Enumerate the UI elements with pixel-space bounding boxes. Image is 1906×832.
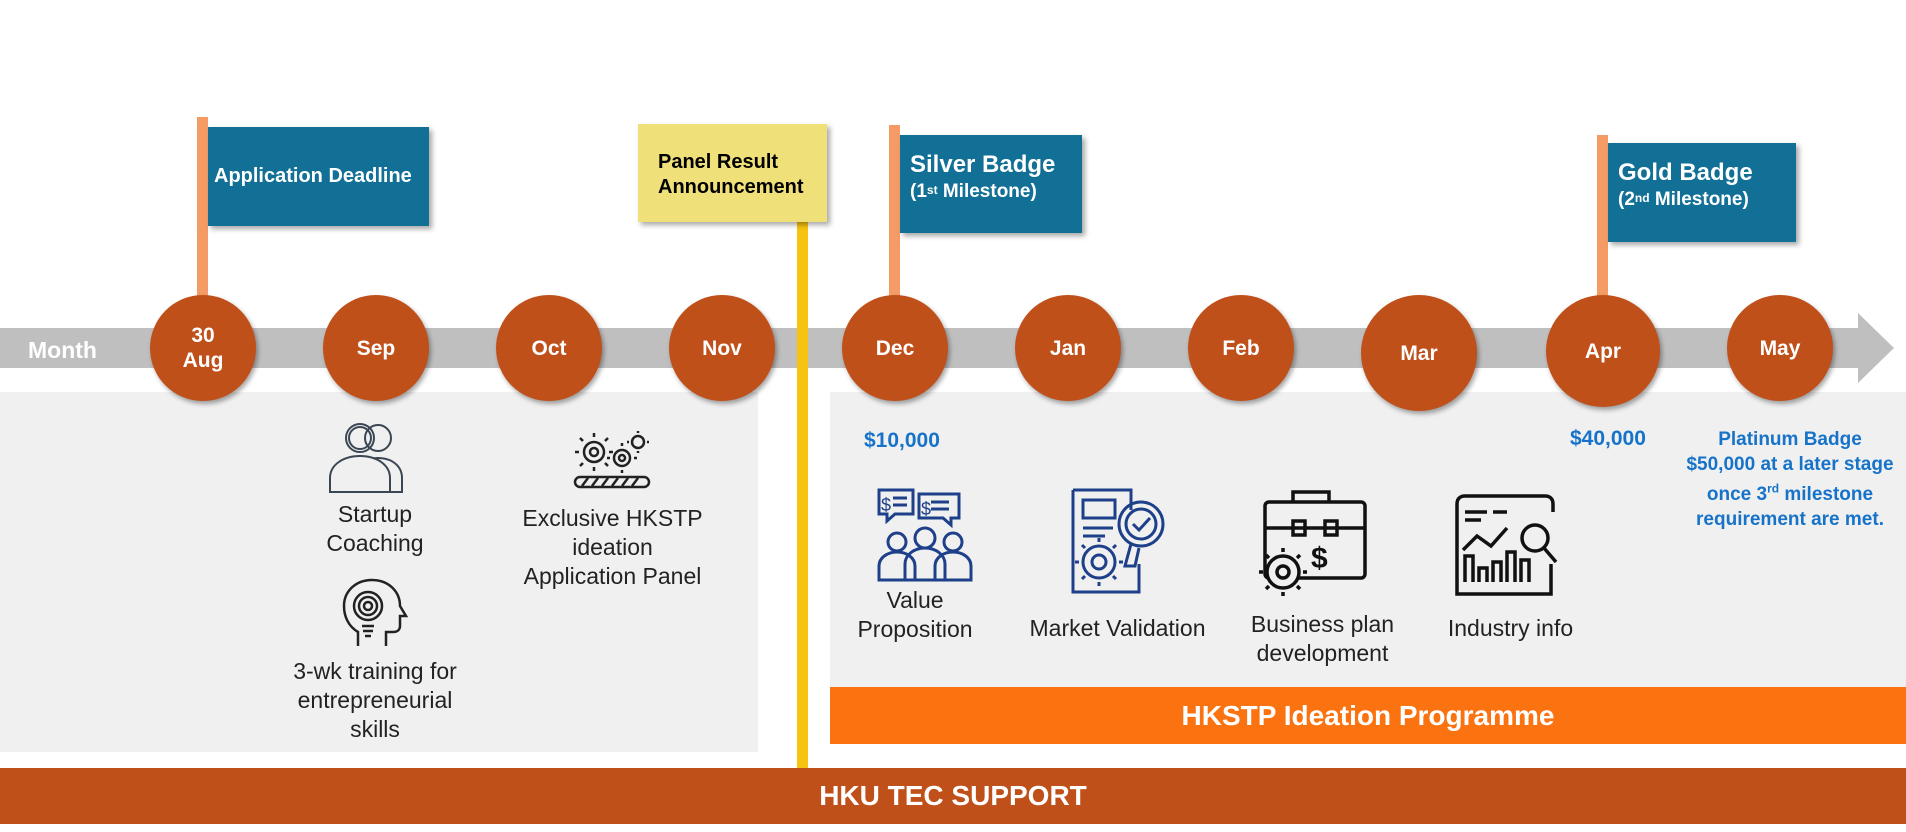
phase-divider — [797, 218, 808, 770]
month-circle-nov: Nov — [669, 295, 775, 401]
application-deadline-label: Application Deadline — [214, 165, 412, 187]
month-circle-oct: Oct — [496, 295, 602, 401]
hku-phase-panel — [0, 392, 758, 752]
silver-badge-subtitle: (1st Milestone) — [910, 181, 1037, 202]
gold-amount: $40,000 — [1570, 427, 1646, 450]
platinum-line1: Platinum Badge — [1718, 429, 1862, 450]
month-circle-aug: 30 Aug — [150, 295, 256, 401]
svg-text:$: $ — [881, 495, 891, 515]
flag-pole-application — [197, 117, 208, 297]
month-circle-jan: Jan — [1015, 295, 1121, 401]
people-outline-icon — [326, 418, 416, 494]
silver-amount: $10,000 — [864, 429, 940, 452]
timeline-axis-label: Month — [28, 337, 97, 363]
gears-progress-icon — [572, 428, 652, 490]
platinum-badge-note: Platinum Badge $50,000 at a later stage … — [1664, 427, 1906, 532]
briefcase-gear-icon: $ — [1251, 488, 1371, 598]
flag-pole-gold — [1597, 135, 1608, 297]
month-circle-mar: Mar — [1361, 295, 1477, 411]
panel-label: Exclusive HKSTP ideation Application Pan… — [522, 505, 703, 589]
platinum-line4: requirement are met. — [1696, 509, 1884, 531]
svg-text:$: $ — [1311, 542, 1328, 575]
gold-badge-subtitle: (2nd Milestone) — [1618, 189, 1749, 210]
month-circle-dec: Dec — [842, 295, 948, 401]
gold-badge-title: Gold Badge — [1618, 159, 1753, 186]
panel-result-line1: Panel Result — [658, 151, 779, 173]
team-chat-icon: $ $ — [875, 486, 975, 584]
hku-tec-support-banner: HKU TEC SUPPORT — [0, 768, 1906, 824]
platinum-line2: $50,000 at a later stage — [1686, 454, 1894, 475]
platinum-line3: once 3rd milestone — [1706, 482, 1874, 506]
value-proposition-label: Value Proposition — [857, 587, 973, 642]
training-label: 3-wk training for entrepreneurial skills — [293, 658, 457, 742]
hkstp-programme-banner: HKSTP Ideation Programme — [830, 687, 1906, 744]
panel-result-note: Panel Result Announcement — [638, 124, 827, 222]
month-circle-may: May — [1727, 295, 1833, 401]
report-chart-magnifier-icon — [1449, 492, 1564, 598]
month-circle-apr: Apr — [1546, 295, 1660, 407]
panel-result-line2: Announcement — [658, 176, 804, 198]
document-gear-check-icon — [1063, 486, 1173, 596]
month-circle-sep: Sep — [323, 295, 429, 401]
silver-badge-title: Silver Badge — [910, 151, 1056, 178]
market-validation-label: Market Validation — [1029, 615, 1206, 641]
business-plan-label: Business plan development — [1250, 611, 1395, 666]
application-deadline-flag: Application Deadline — [208, 127, 429, 226]
startup-coaching-label: Startup Coaching — [326, 501, 424, 556]
svg-text:$: $ — [921, 499, 931, 519]
month-circle-feb: Feb — [1188, 295, 1294, 401]
silver-badge-flag: Silver Badge (1st Milestone) — [900, 135, 1082, 233]
gold-badge-flag: Gold Badge (2nd Milestone) — [1608, 143, 1796, 242]
hkstp-phase-panel — [830, 392, 1906, 692]
flag-pole-silver — [889, 125, 900, 297]
industry-info-label: Industry info — [1447, 615, 1574, 641]
head-target-icon — [338, 578, 408, 650]
